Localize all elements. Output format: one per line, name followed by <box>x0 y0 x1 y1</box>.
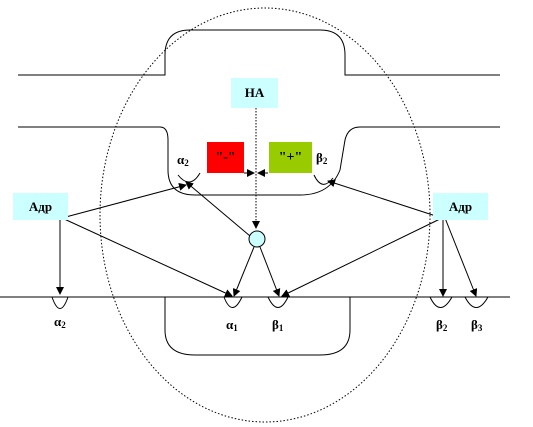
adr-left-label: Адр <box>28 198 53 214</box>
cell-outline <box>99 7 431 423</box>
alpha1-label: α1 <box>226 317 238 333</box>
beta2-bottom-label: β2 <box>436 317 448 333</box>
vesicle <box>248 230 266 248</box>
postsynaptic-cleft-outline <box>164 297 351 356</box>
adr-left-box: Адр <box>13 193 68 220</box>
arrow-adr-left-to-alpha2 <box>61 182 187 219</box>
alpha2-top-label: α2 <box>177 152 189 168</box>
alpha2-top-receptor <box>177 172 201 183</box>
na-label: НА <box>244 85 265 100</box>
adr-right-box: Адр <box>433 193 488 220</box>
minus-label: "-" <box>215 149 236 165</box>
beta1-label: β1 <box>272 317 284 333</box>
beta1-cup <box>267 296 289 308</box>
minus-box: "-" <box>207 142 244 173</box>
arrow-adr-right-to-beta3 <box>444 217 478 297</box>
beta2-top-receptor <box>313 174 334 185</box>
presynaptic-terminal <box>18 29 500 196</box>
beta3-cup <box>464 296 489 308</box>
alpha2-bottom-label: α2 <box>54 314 66 330</box>
beta3-label: β3 <box>471 317 483 333</box>
arrow-adr-right-to-beta2-top <box>327 179 443 219</box>
beta2-bottom-cup <box>429 296 453 308</box>
alpha1-cup <box>223 296 243 308</box>
beta2-top-label: β2 <box>316 150 328 166</box>
alpha2-bottom-cup <box>51 296 69 309</box>
plus-label: "+" <box>278 149 303 165</box>
arrow-adr-left-to-alpha1 <box>61 217 233 297</box>
arrow-vesicle-to-beta1 <box>259 246 281 297</box>
plus-box: "+" <box>269 142 312 173</box>
na-box: НА <box>231 78 278 108</box>
adr-right-label: Адр <box>448 198 473 214</box>
arrow-vesicle-to-alpha1 <box>232 246 255 297</box>
arrow-vesicle-to-alpha2 <box>185 181 251 237</box>
arrow-adr-right-to-beta1 <box>281 217 443 297</box>
